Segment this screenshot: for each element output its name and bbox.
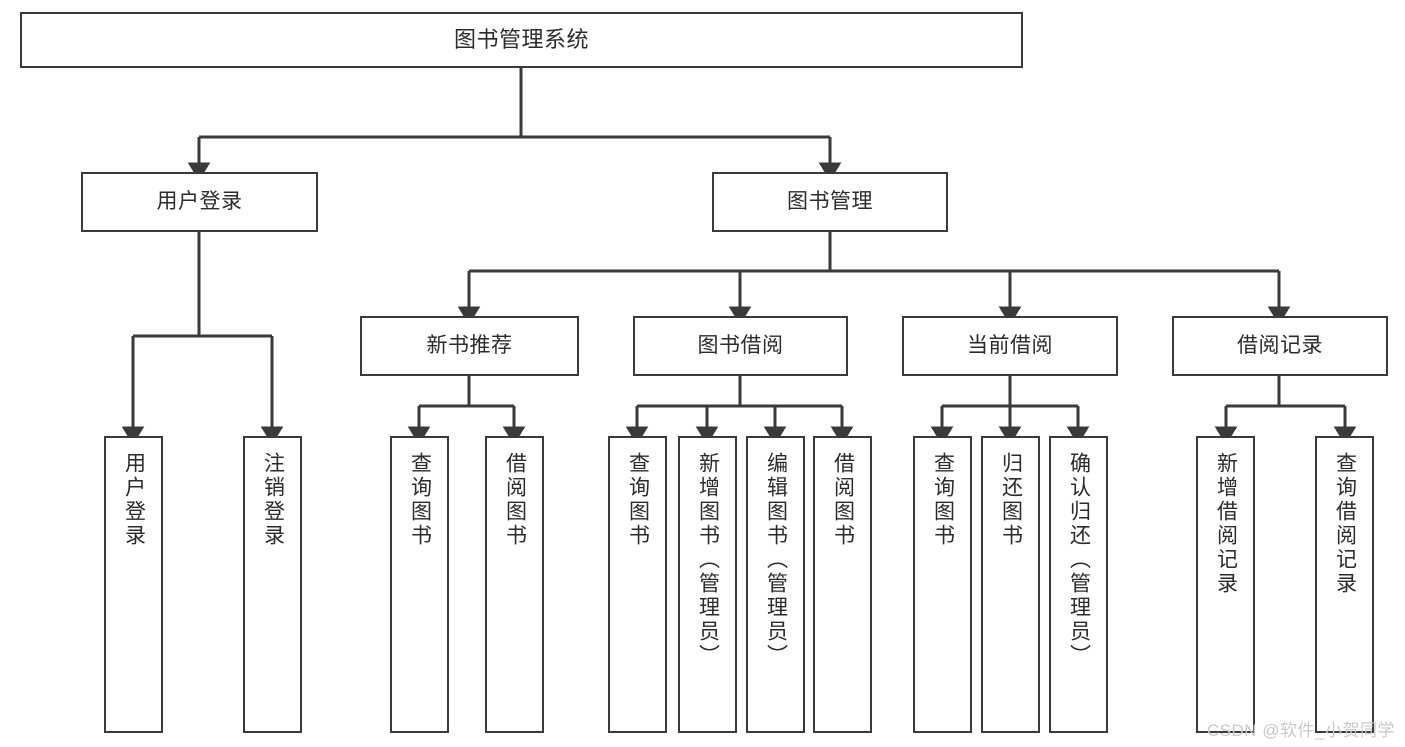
node-label: 查询图书 [626,452,650,548]
node-label: 图书借阅 [697,333,784,357]
node-book-manage[interactable]: 图书管理 [712,172,948,232]
node-new-book-rec[interactable]: 新书推荐 [360,316,579,376]
node-label: 借阅图书 [503,452,527,548]
node-current-borrow[interactable]: 当前借阅 [902,316,1118,376]
watermark-text: CSDN @软件_小贺同学 [1206,721,1395,740]
node-label: 查询图书 [931,452,955,548]
node-label: 归还图书 [999,452,1023,548]
node-label: 当前借阅 [967,333,1053,357]
node-leaf-query-record[interactable]: 查询借阅记录 [1315,436,1374,733]
node-leaf-user-login[interactable]: 用户登录 [104,436,163,733]
node-leaf-query-book-1[interactable]: 查询图书 [390,436,449,733]
node-leaf-add-book[interactable]: 新增图书（管理员） [678,436,737,733]
node-leaf-borrow-book-1[interactable]: 借阅图书 [485,436,544,733]
node-label: 图书管理 [787,189,873,213]
node-label: 借阅图书 [831,452,855,548]
node-label: 确认归还（管理员） [1067,452,1091,668]
node-leaf-query-book-2[interactable]: 查询图书 [608,436,667,733]
node-label: 用户登录 [156,189,243,213]
node-label: 新书推荐 [426,333,513,357]
node-label: 新增图书（管理员） [696,452,720,668]
node-label: 用户登录 [122,452,146,548]
node-leaf-query-book-3[interactable]: 查询图书 [913,436,972,733]
node-leaf-add-record[interactable]: 新增借阅记录 [1196,436,1255,733]
node-label: 编辑图书（管理员） [764,452,788,668]
node-borrow-record[interactable]: 借阅记录 [1172,316,1388,376]
node-leaf-return-book[interactable]: 归还图书 [981,436,1040,733]
node-book-borrow[interactable]: 图书借阅 [633,316,848,376]
node-label: 查询借阅记录 [1333,452,1357,596]
node-leaf-edit-book[interactable]: 编辑图书（管理员） [746,436,805,733]
node-label: 查询图书 [408,452,432,548]
node-leaf-borrow-book-2[interactable]: 借阅图书 [813,436,872,733]
node-root-system[interactable]: 图书管理系统 [20,12,1023,68]
node-label: 借阅记录 [1237,333,1323,357]
node-leaf-confirm-return[interactable]: 确认归还（管理员） [1049,436,1108,733]
node-user-login[interactable]: 用户登录 [81,172,318,232]
node-leaf-logout[interactable]: 注销登录 [243,436,302,733]
node-label: 注销登录 [261,452,285,548]
node-label: 图书管理系统 [453,27,589,53]
node-label: 新增借阅记录 [1214,452,1238,596]
